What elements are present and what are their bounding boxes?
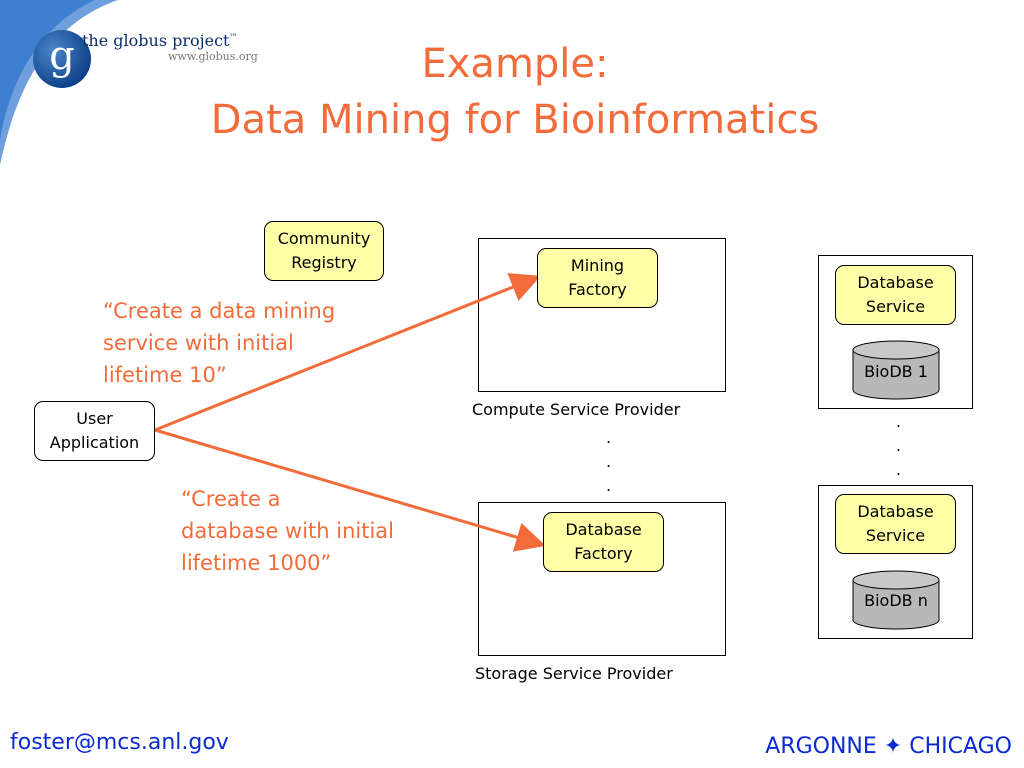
ellipsis-dot: .: [606, 476, 612, 495]
ellipsis-dot: .: [896, 460, 902, 479]
biodb-n-cylinder-icon: [852, 570, 940, 630]
corner-swoosh: [0, 0, 118, 165]
logo-name: the globus project™: [82, 31, 238, 50]
biodb-n-label: BioDB n: [864, 591, 928, 610]
slide-title-line2: Data Mining for Bioinformatics: [210, 97, 820, 143]
slide-title-line1: Example:: [421, 41, 609, 87]
arrow-to-database-factory: [154, 428, 546, 552]
arrow-to-mining-factory: [154, 273, 541, 432]
biodb-1-cylinder-icon: [852, 340, 940, 400]
ellipsis-dot: .: [896, 436, 902, 455]
compute-provider-label: Compute Service Provider: [472, 400, 681, 419]
footer-email: foster@mcs.anl.gov: [10, 730, 229, 755]
logo-url: www.globus.org: [168, 50, 258, 63]
database-request-quote: “Create a database with initial lifetime…: [181, 487, 395, 575]
storage-provider-label: Storage Service Provider: [475, 664, 673, 683]
footer-organization: ARGONNE ✦ CHICAGO: [765, 734, 1012, 759]
ellipsis-dot: .: [896, 412, 902, 431]
mining-request-quote: “Create a data mining service with initi…: [103, 299, 336, 387]
globus-logo-icon: g: [33, 30, 91, 88]
ellipsis-dot: .: [606, 428, 612, 447]
ellipsis-dot: .: [606, 452, 612, 471]
biodb-1-label: BioDB 1: [864, 362, 928, 381]
